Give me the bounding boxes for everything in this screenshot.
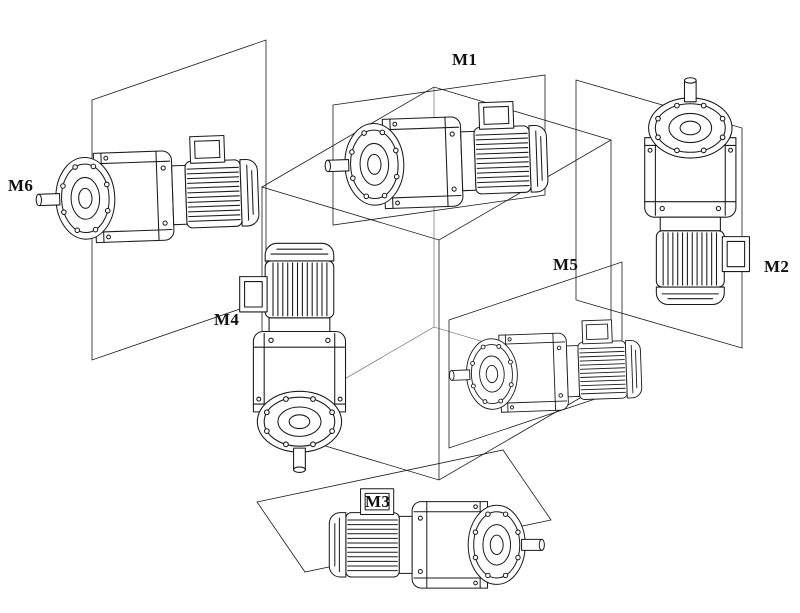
gearmotor-m5-drawing <box>447 318 643 415</box>
label-m6: M6 <box>8 176 34 195</box>
gearmotor-m2-drawing <box>644 77 751 306</box>
plane-m1 <box>332 74 546 226</box>
gearmotor-m1-drawing <box>322 99 550 212</box>
label-m5: M5 <box>553 255 579 274</box>
label-m3: M3 <box>365 492 391 511</box>
gearmotor-m6-drawing <box>33 133 261 246</box>
label-m2: M2 <box>764 257 790 276</box>
label-m1: M1 <box>452 50 478 69</box>
plane-m3 <box>256 449 552 573</box>
gearmotor-m3-drawing <box>328 488 545 589</box>
label-m4: M4 <box>214 310 240 329</box>
gearmotor-m4-drawing <box>239 242 347 473</box>
